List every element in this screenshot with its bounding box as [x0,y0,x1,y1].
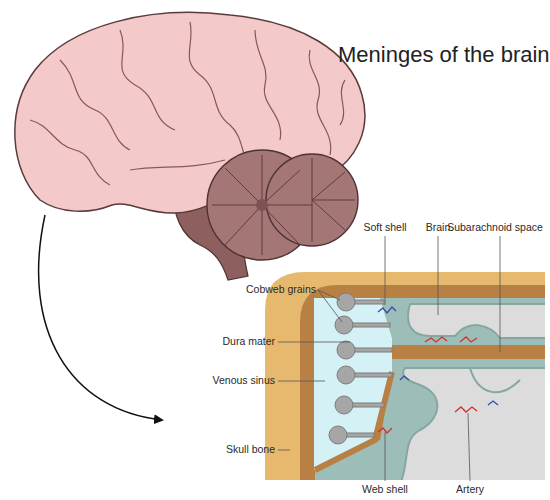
artery-vessel [455,407,477,412]
vein [488,401,498,405]
part-label: Web shell [340,483,430,496]
cross-section [260,265,550,485]
sulcus [189,22,255,172]
skull-bone [260,265,550,485]
folia [212,155,355,255]
dura-fold [392,345,550,359]
folia-line [312,158,355,242]
granulation-head [335,316,353,334]
part-label: Artery [430,483,510,496]
leader-line [468,413,470,481]
vein [400,376,409,380]
part-label: Dura mater [150,335,275,348]
cerebellum [207,150,358,260]
artery-vessel [425,337,447,342]
sulcus [130,160,225,170]
leader-line [318,290,342,322]
granulation-head [337,341,355,359]
leader-line [385,432,386,481]
folia-line [212,155,312,255]
granulation-head [337,293,355,311]
zoom-arrow [39,215,162,420]
sulcus [255,30,281,140]
granulation-head [335,396,353,414]
granulation-head [329,426,347,444]
brain-tissue [408,304,550,338]
granulations [329,293,392,444]
leader-lines [278,236,500,481]
sulcus [340,80,345,125]
venous-sinus [314,298,392,470]
leader-line [438,236,439,315]
cerebellum-core [256,199,268,211]
granulation-stalk [352,373,392,377]
sulcus [30,120,110,185]
artery-vessel [460,337,477,342]
part-label: Soft shell [345,221,425,234]
granulation-stalk [352,348,392,352]
vein [378,307,396,313]
part-label: Venous sinus [150,374,275,387]
diagram-title: Meninges of the brain [338,42,550,68]
part-label: Subarachnoid space [440,221,550,234]
granulation-stalk [350,323,390,327]
granulation-stalk [344,433,374,437]
leader-line [500,236,501,352]
leader-line [278,381,325,382]
sulcus [120,30,175,130]
brain-tissue [400,368,550,485]
granulation-head [337,366,355,384]
vessels [378,307,498,433]
granulation-stalk [350,403,384,407]
leader-line [385,236,386,305]
part-label: Cobweb grains [180,283,316,296]
sulcus [309,50,331,155]
dura-wall [315,372,392,470]
leader-line [278,450,290,451]
part-label: Skull bone [150,443,275,456]
sulcus [60,60,130,150]
dura-layer [300,285,550,485]
sulcus [470,368,520,392]
leader-line [278,342,350,343]
cerebellum-lobe [266,154,358,246]
